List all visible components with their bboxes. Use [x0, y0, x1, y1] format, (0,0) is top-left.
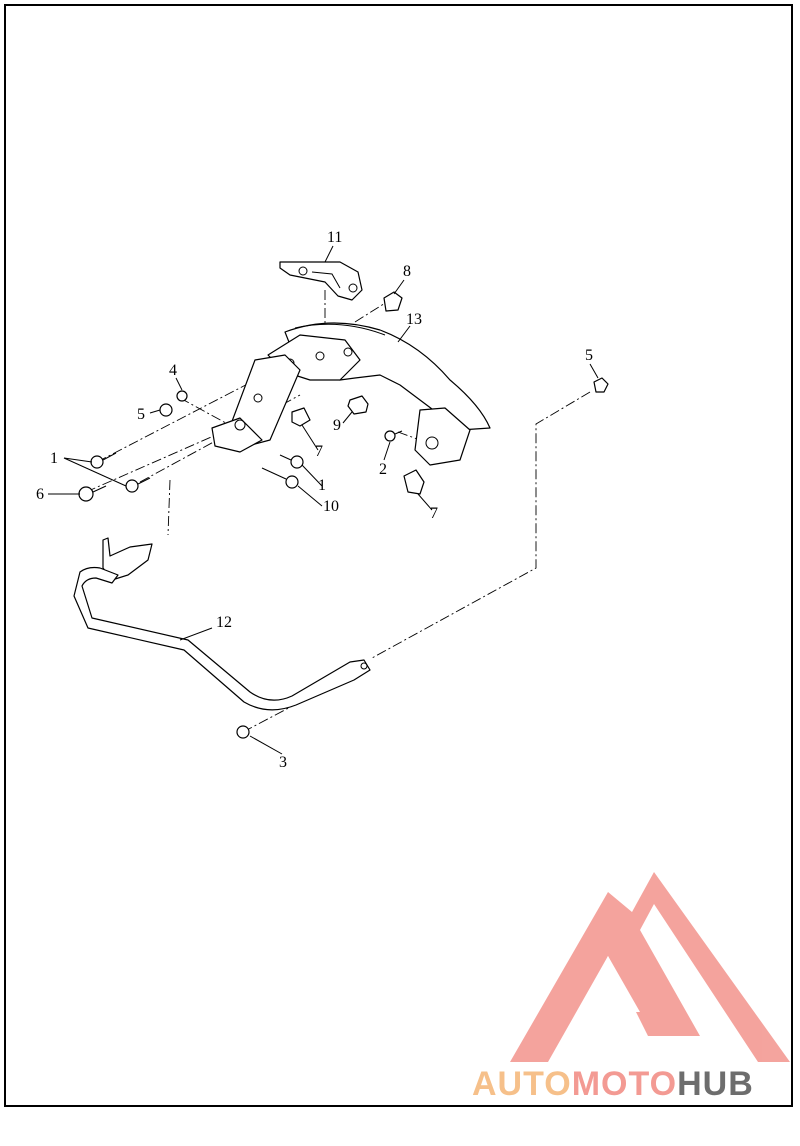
part-10-long-bolt [261, 467, 299, 489]
callout-12: 12 [216, 614, 232, 631]
part-11-bracket-plate [279, 261, 363, 301]
automotohub-wordmark: AUTOMOTOHUB [472, 1064, 754, 1104]
part-4-nut [176, 390, 188, 402]
callout-4: 4 [169, 362, 177, 379]
part-1-bolt-lower-left [125, 477, 151, 493]
callout-5-right: 5 [585, 347, 593, 364]
part-6-flange-bolt [78, 485, 107, 502]
part-5-nut-left [159, 403, 173, 417]
part-8-clip-nut [383, 291, 403, 312]
callout-8: 8 [403, 263, 411, 280]
callout-7-upper: 7 [315, 443, 323, 460]
automotohub-triangle-logo [510, 872, 790, 1062]
callout-3: 3 [279, 754, 287, 771]
part-2-screw [384, 430, 403, 442]
wordmark-auto: AUTO [472, 1065, 572, 1103]
callout-11: 11 [327, 229, 342, 246]
callout-2: 2 [379, 461, 387, 478]
part-9-bumper [347, 395, 369, 415]
callout-labels: 11 8 13 5 4 5 9 7 1 2 1 6 10 7 12 3 [36, 229, 593, 771]
leader-lines [48, 245, 599, 755]
diagram-frame [4, 4, 793, 1107]
callout-10: 10 [323, 498, 339, 515]
part-12-support-rail [73, 537, 371, 711]
part-3-screw [236, 725, 250, 739]
wordmark-moto: MOTO [571, 1065, 678, 1103]
callout-6: 6 [36, 486, 44, 503]
callout-13: 13 [406, 311, 422, 328]
part-5-nut-right [593, 377, 609, 393]
part-7-lower-clip [403, 469, 425, 495]
wordmark-hub: HUB [677, 1065, 754, 1103]
part-7-upper-clip [291, 407, 311, 427]
part-13-main-bracket [211, 322, 491, 466]
callout-1-right: 1 [318, 477, 326, 494]
callout-1-left: 1 [50, 450, 58, 467]
callout-5-left: 5 [137, 406, 145, 423]
part-1-bolt-right [279, 454, 304, 469]
callout-9: 9 [333, 417, 341, 434]
callout-7-lower: 7 [430, 505, 438, 522]
part-1-bolt-upper-left [90, 452, 117, 469]
